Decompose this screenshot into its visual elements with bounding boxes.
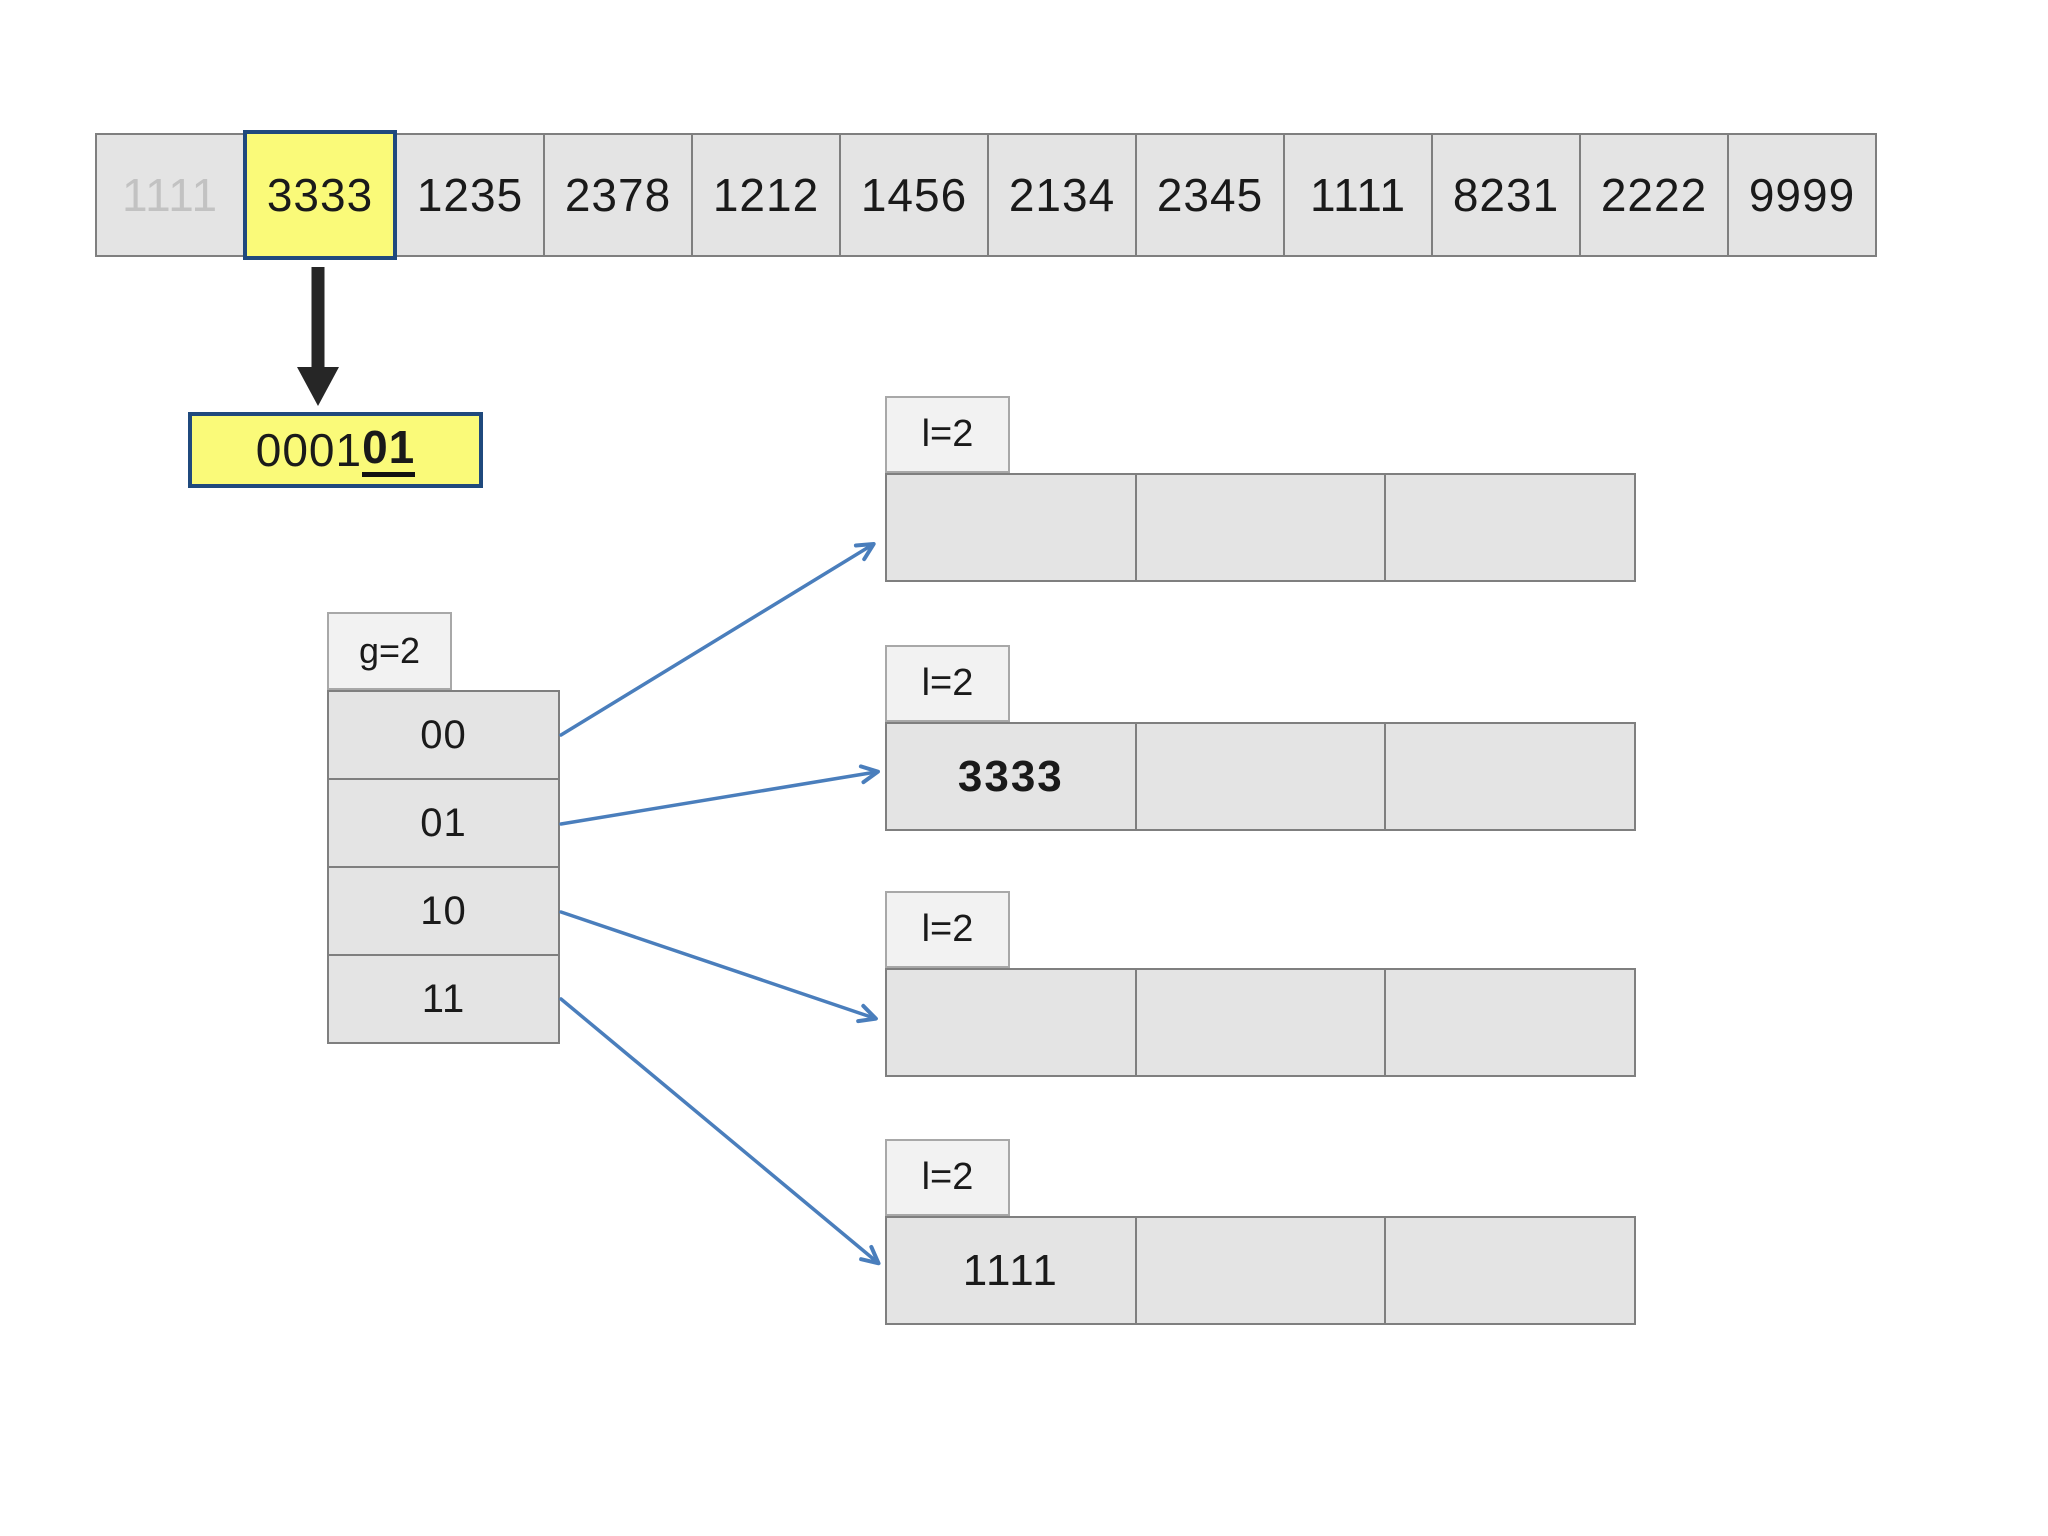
key-cell: 1111 [1283, 133, 1433, 257]
bucket-slot [1134, 1216, 1387, 1325]
key-cell: 1235 [395, 133, 545, 257]
bucket-4: l=2 1111 [885, 1139, 1637, 1325]
key-array: 1111 3333 1235 2378 1212 1456 2134 2345 … [95, 130, 1877, 260]
key-cell: 1111 [95, 133, 245, 257]
bucket-slot [1384, 968, 1637, 1077]
directory: 00 01 10 11 [327, 690, 560, 1044]
hash-down-arrow [297, 267, 339, 406]
arrow-11-to-bucket-4 [559, 997, 881, 1266]
key-cell-highlighted: 3333 [243, 130, 397, 260]
bucket-slot-stored-key: 1111 [885, 1216, 1137, 1325]
bucket-slot [885, 473, 1137, 582]
key-cell: 9999 [1727, 133, 1877, 257]
bucket-slot [1384, 722, 1637, 831]
bucket-1: l=2 [885, 396, 1637, 582]
key-cell: 2345 [1135, 133, 1285, 257]
directory-entry-00: 00 [327, 690, 560, 780]
bucket-2-row: 3333 [885, 722, 1637, 831]
directory-entry-11: 11 [327, 954, 560, 1044]
bucket-3: l=2 [885, 891, 1637, 1077]
bucket-1-row [885, 473, 1637, 582]
hash-prefix: 0001 [255, 424, 363, 476]
local-depth-label: l=2 [885, 891, 1010, 968]
key-cell: 1212 [691, 133, 841, 257]
arrow-10-to-bucket-3 [559, 910, 878, 1024]
directory-entry-10: 10 [327, 866, 560, 956]
bucket-slot [1134, 473, 1387, 582]
bucket-2: l=2 3333 [885, 645, 1637, 831]
arrow-00-to-bucket-1 [559, 541, 876, 737]
key-cell: 2134 [987, 133, 1137, 257]
key-cell: 2222 [1579, 133, 1729, 257]
bucket-slot-inserted-key: 3333 [885, 722, 1137, 831]
key-cell: 1456 [839, 133, 989, 257]
local-depth-label: l=2 [885, 1139, 1010, 1216]
global-depth-label: g=2 [327, 612, 452, 690]
key-cell: 8231 [1431, 133, 1581, 257]
directory-entry-01: 01 [327, 778, 560, 868]
bucket-slot [1134, 968, 1387, 1077]
bucket-slot [885, 968, 1137, 1077]
local-depth-label: l=2 [885, 645, 1010, 722]
bucket-slot [1384, 1216, 1637, 1325]
key-cell: 2378 [543, 133, 693, 257]
bucket-slot [1134, 722, 1387, 831]
bucket-slot [1384, 473, 1637, 582]
bucket-3-row [885, 968, 1637, 1077]
local-depth-label: l=2 [885, 396, 1010, 473]
arrow-01-to-bucket-2 [559, 764, 880, 826]
hash-suffix-emphasized: 01 [362, 423, 416, 477]
bucket-4-row: 1111 [885, 1216, 1637, 1325]
